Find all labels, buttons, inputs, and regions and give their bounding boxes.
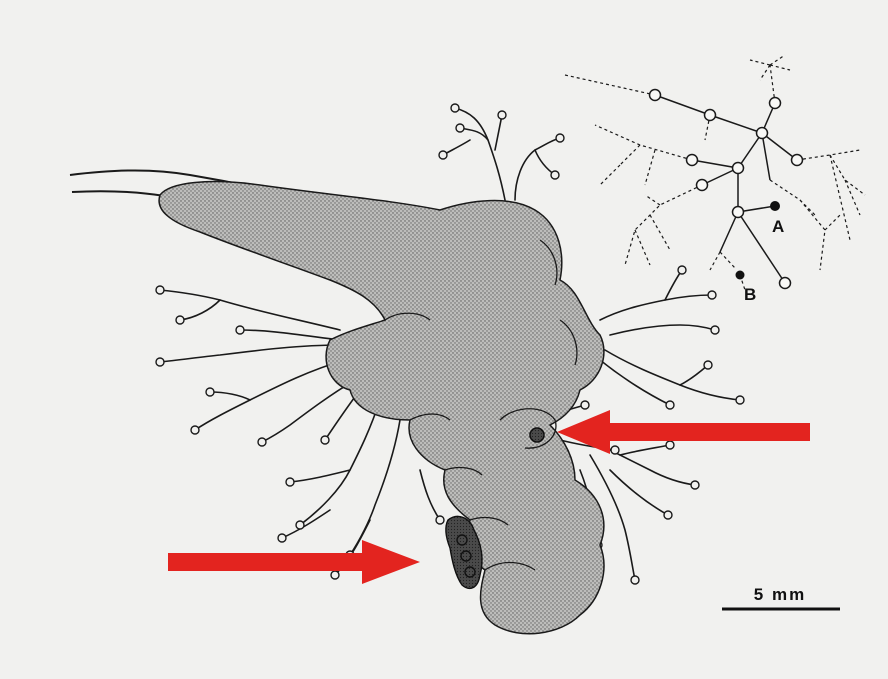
point-b-marker	[736, 271, 745, 280]
central-dark-spot	[530, 428, 544, 442]
point-a-label: A	[772, 217, 784, 236]
point-b-label: B	[744, 285, 756, 304]
scale-bar-label: 5 mm	[754, 585, 806, 604]
point-a-marker	[770, 201, 780, 211]
